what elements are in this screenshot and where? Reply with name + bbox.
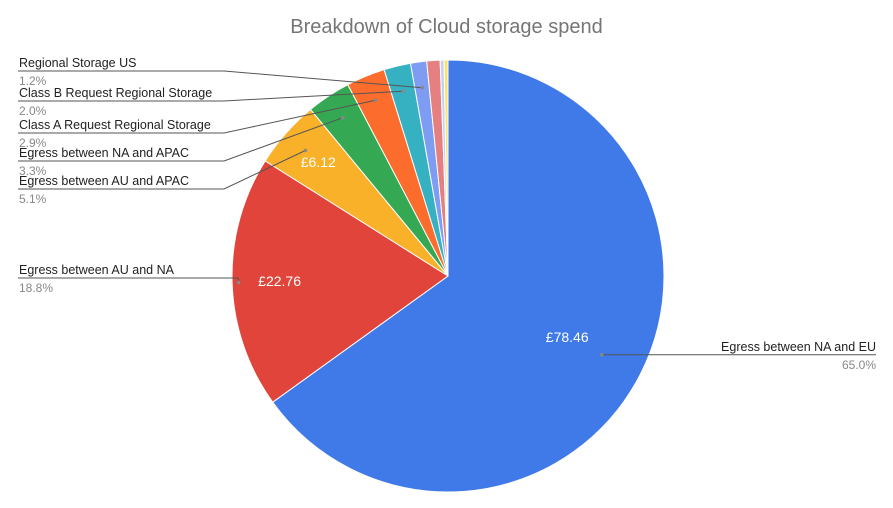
slice-value-label: £78.46 [546,329,589,345]
pie-slice [272,59,665,493]
pie-slice [231,160,449,403]
legend-label: Egress between AU and NA [19,263,175,277]
legend-label: Regional Storage US [19,56,136,70]
leader-dot [341,115,345,120]
chart-title: Breakdown of Cloud storage spend [290,16,603,38]
legend-percent: 3.3% [19,164,47,178]
slice-value-label: £6.12 [301,154,336,170]
legend-percent: 65.0% [842,358,876,372]
leader-dot [303,148,308,153]
legend-label: Class B Request Regional Storage [19,86,212,100]
legend-percent: 18.8% [19,281,53,295]
leader-line [18,117,343,162]
slice-value-label: £22.76 [258,273,301,289]
leader-line [18,70,423,89]
legend-percent: 2.0% [19,104,47,118]
legend-label: Egress between AU and APAC [19,174,189,188]
legend-percent: 2.9% [19,136,47,150]
leader-dot [373,98,378,103]
legend-percent: 1.2% [19,74,47,88]
legend-percent: 5.1% [19,192,47,206]
leader-line [18,99,376,134]
leader-dot [236,280,241,285]
leader-line [18,90,404,102]
legend-label: Class A Request Regional Storage [19,118,211,132]
leader-line [18,150,306,190]
pie-slice [443,59,449,277]
legend-label: Egress between NA and APAC [19,146,189,160]
leader-dot [420,85,424,90]
leader-dot [401,89,406,93]
leader-dot [600,353,604,357]
legend-label: Egress between NA and EU [721,340,876,354]
